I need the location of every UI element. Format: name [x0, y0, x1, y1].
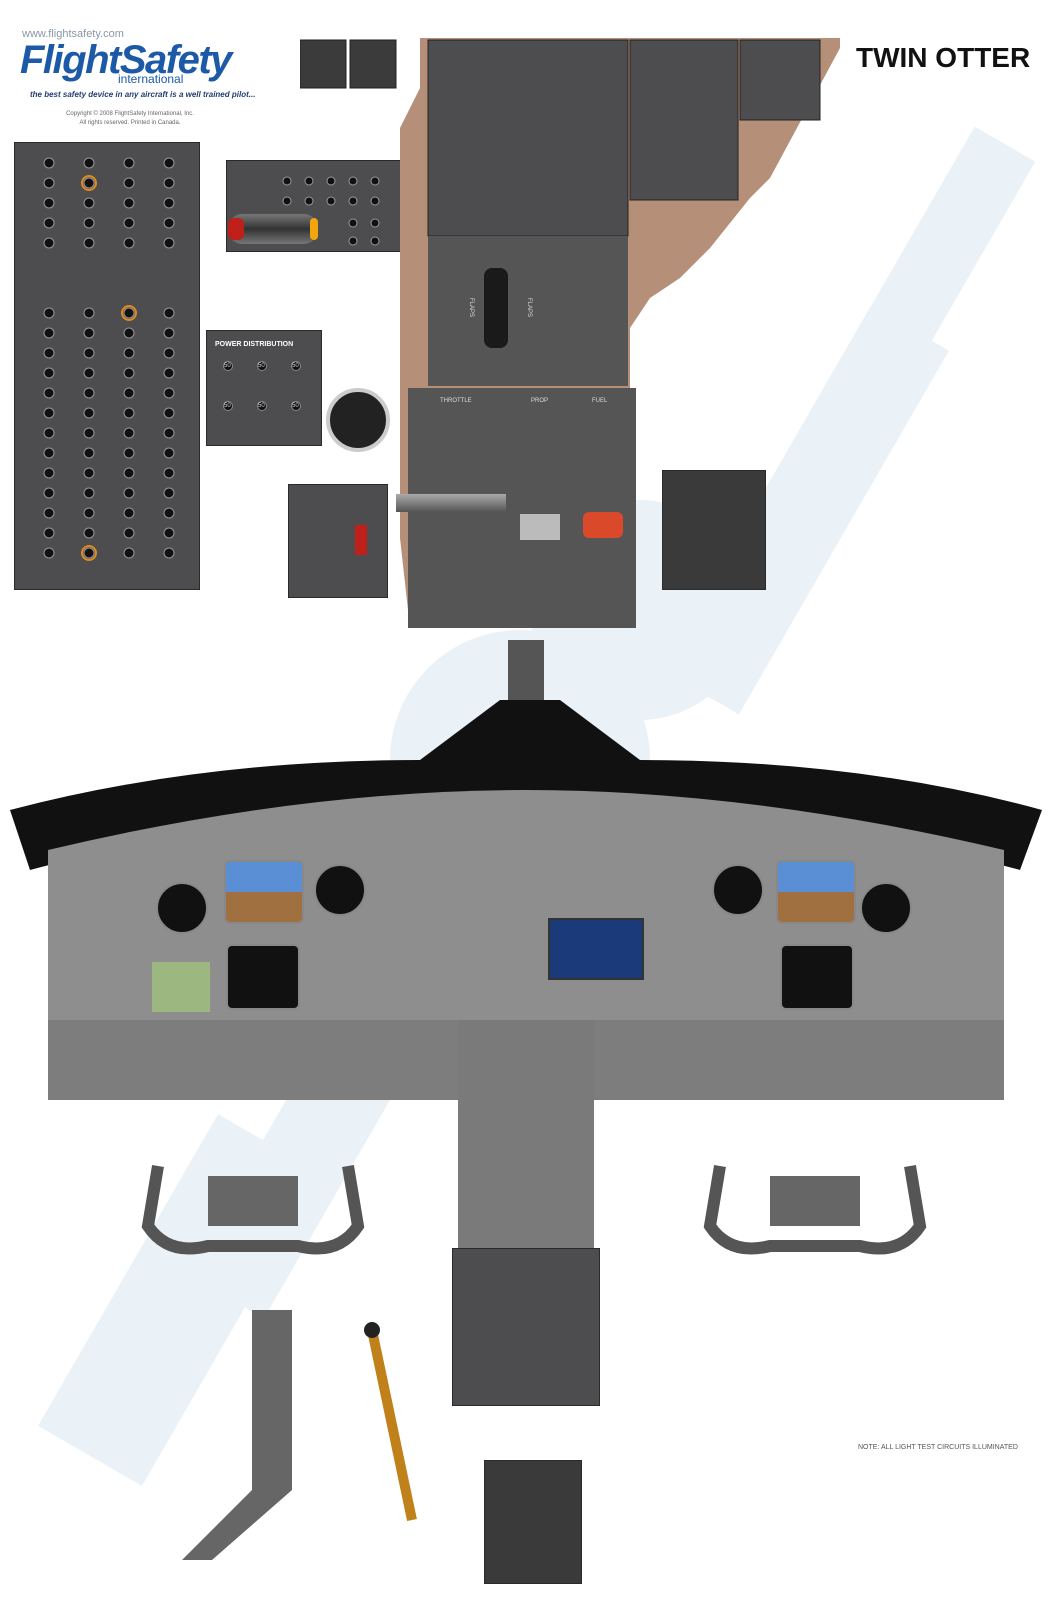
nosewheel-steering-tiller[interactable]: [182, 1310, 302, 1570]
power-distribution-title: POWER DISTRIBUTION: [215, 341, 294, 348]
pd-value-2: 50: [258, 363, 265, 369]
power-distribution-panel: POWER DISTRIBUTION 50 50 50 50 50 50: [206, 330, 322, 446]
windshield-control-panel: [662, 470, 766, 590]
flaps-label-left: FLAPS: [468, 298, 474, 318]
brand-subname: international: [118, 72, 184, 86]
brand-logo: FlightSafety: [20, 38, 232, 82]
circuit-breaker-grid: [43, 157, 175, 561]
red-guarded-switch[interactable]: [355, 525, 367, 555]
pd-breaker-5[interactable]: [257, 401, 267, 411]
poster-title: TWIN OTTER: [856, 42, 1031, 73]
bottom-radio-panel: [484, 1460, 582, 1584]
left-altimeter-gauge: [314, 864, 366, 916]
fuel-label: FUEL: [592, 398, 608, 404]
pd-breaker-4[interactable]: [223, 401, 233, 411]
pd-breaker-2[interactable]: [257, 361, 267, 371]
fire-handle[interactable]: [228, 214, 318, 244]
gps-navigator-display[interactable]: [548, 918, 644, 980]
flaps-label-right: FLAPS: [526, 298, 532, 318]
emergency-brake-handle[interactable]: [362, 1320, 432, 1540]
right-attitude-indicator: [776, 860, 856, 924]
right-hsi-gauge: [780, 944, 854, 1010]
pd-breaker-1[interactable]: [223, 361, 233, 371]
fuel-lever[interactable]: [583, 512, 623, 538]
left-airspeed-gauge: [156, 882, 208, 934]
emergency-switch-panel: [288, 484, 388, 598]
moving-map-display: [152, 962, 210, 1012]
right-airspeed-gauge: [860, 882, 912, 934]
pd-value-6: 50: [292, 403, 299, 409]
pd-value-1: 50: [224, 363, 231, 369]
left-hsi-gauge: [226, 944, 300, 1010]
copyright-line1: Copyright © 2008 FlightSafety Internatio…: [66, 111, 194, 117]
throttle-lever[interactable]: [396, 494, 506, 512]
pilot-yoke[interactable]: [128, 1146, 378, 1276]
pd-value-5: 50: [258, 403, 265, 409]
brand-tagline: the best safety device in any aircraft i…: [30, 90, 256, 99]
left-attitude-indicator: [224, 860, 304, 924]
pd-breaker-3[interactable]: [291, 361, 301, 371]
pd-value-4: 50: [224, 403, 231, 409]
center-console: [300, 38, 840, 628]
light-test-note: NOTE: ALL LIGHT TEST CIRCUITS ILLUMINATE…: [858, 1444, 1018, 1451]
prop-lever[interactable]: [520, 514, 560, 540]
circuit-breaker-panel: [14, 142, 200, 590]
copyright: Copyright © 2008 FlightSafety Internatio…: [30, 110, 230, 128]
pd-breaker-6[interactable]: [291, 401, 301, 411]
flap-selector-wheel[interactable]: [484, 268, 508, 348]
prop-label: PROP: [531, 398, 549, 404]
brand-url[interactable]: www.flightsafety.com: [22, 28, 124, 40]
throttle-label: THROTTLE: [440, 398, 472, 404]
pd-value-3: 50: [292, 363, 299, 369]
copilot-yoke[interactable]: [690, 1146, 940, 1276]
copyright-line2: All rights reserved. Printed in Canada.: [79, 120, 181, 126]
fire-handle-red-tip: [228, 218, 244, 240]
right-altimeter-gauge: [712, 864, 764, 916]
standby-compass-gauge: [326, 388, 390, 452]
fire-panel-switches: [282, 176, 380, 246]
fire-handle-amber-tip: [310, 218, 318, 240]
lower-pedestal-panel: [452, 1248, 600, 1406]
